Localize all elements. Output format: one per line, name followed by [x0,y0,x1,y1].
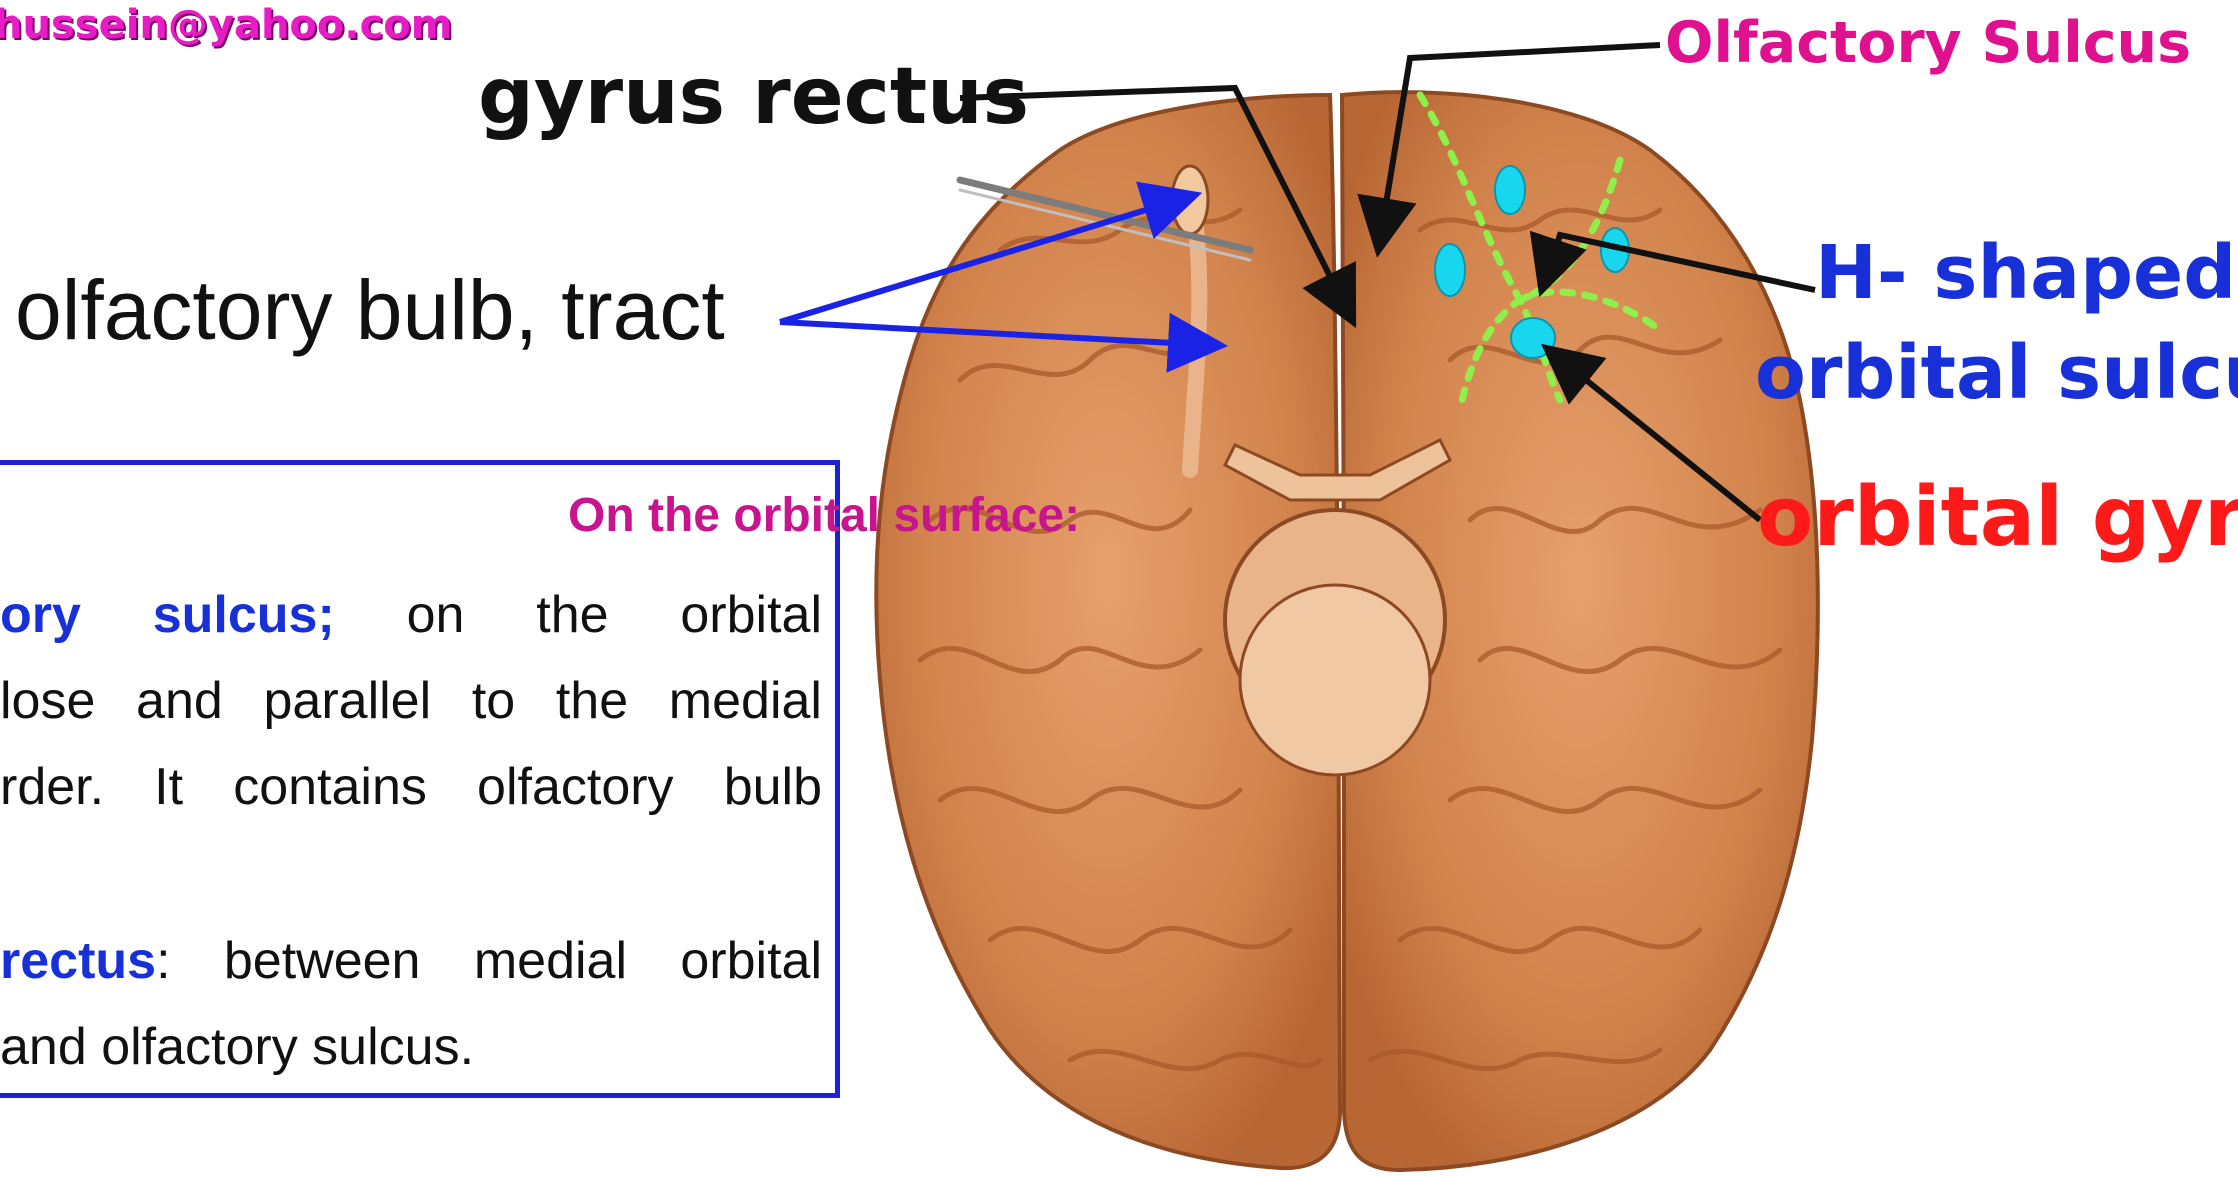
info-box-title: On the orbital surface: [568,488,1080,543]
label-orbital-gyri: orbital gyri [1757,470,2238,565]
label-gyrus-rectus: gyrus rectus [478,52,1029,142]
para2-line1-text: : between medial orbital [156,932,822,990]
para2-line1: rectus: between medial orbital [0,918,822,1004]
term-gyrus-rectus: rectus [0,932,156,990]
label-olfactory-bulb-tract: olfactory bulb, tract [15,262,725,359]
para1-line1-text: on the orbital [335,586,822,644]
author-email: hussein@yahoo.com [0,2,452,48]
pons [1240,585,1430,775]
para1-line1: ory sulcus; on the orbital [0,572,822,658]
label-olfactory-sulcus: Olfactory Sulcus [1665,10,2191,76]
paragraph-gyrus-rectus: rectus: between medial orbital and olfac… [0,918,822,1090]
para2-line2: and olfactory sulcus. [0,1004,822,1090]
para1-line3: rder. It contains olfactory bulb [0,744,822,830]
label-h-shaped: H- shaped [1815,230,2236,316]
term-olfactory-sulcus: ory sulcus; [0,586,335,644]
label-orbital-sulcus: orbital sulcus [1755,330,2238,416]
paragraph-olfactory-sulcus: ory sulcus; on the orbital lose and para… [0,572,822,830]
para1-line2: lose and parallel to the medial [0,658,822,744]
